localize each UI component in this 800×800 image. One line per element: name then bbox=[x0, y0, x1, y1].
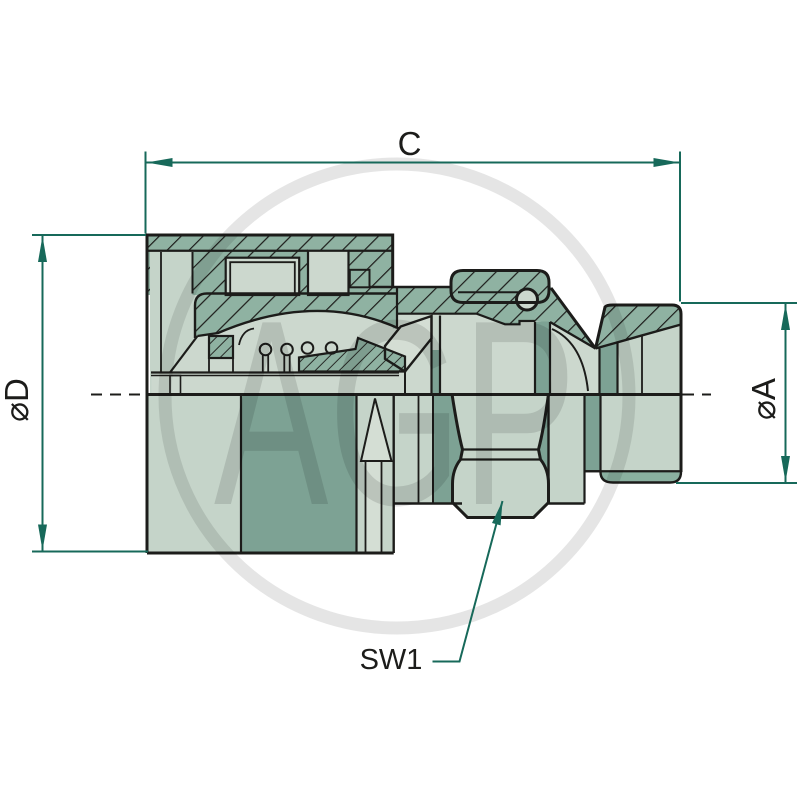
section-linework bbox=[91, 233, 711, 555]
watermark-text: AGP bbox=[214, 266, 576, 561]
dimension-labels: C ⌀D ⌀A SW1 bbox=[0, 125, 782, 676]
label-length-c: C bbox=[398, 125, 422, 162]
dimensions bbox=[32, 151, 797, 663]
locking-ball bbox=[516, 289, 538, 310]
watermark-ring bbox=[158, 157, 636, 635]
release-sleeve-exterior bbox=[241, 394, 357, 553]
hex-nut bbox=[452, 394, 549, 518]
label-wrench-sw1: SW1 bbox=[360, 644, 423, 676]
label-diameter-a: ⌀A bbox=[745, 378, 782, 420]
watermark: AGP bbox=[158, 157, 636, 635]
label-diameter-d: ⌀D bbox=[0, 378, 35, 422]
sw1-leader-line bbox=[432, 500, 504, 663]
